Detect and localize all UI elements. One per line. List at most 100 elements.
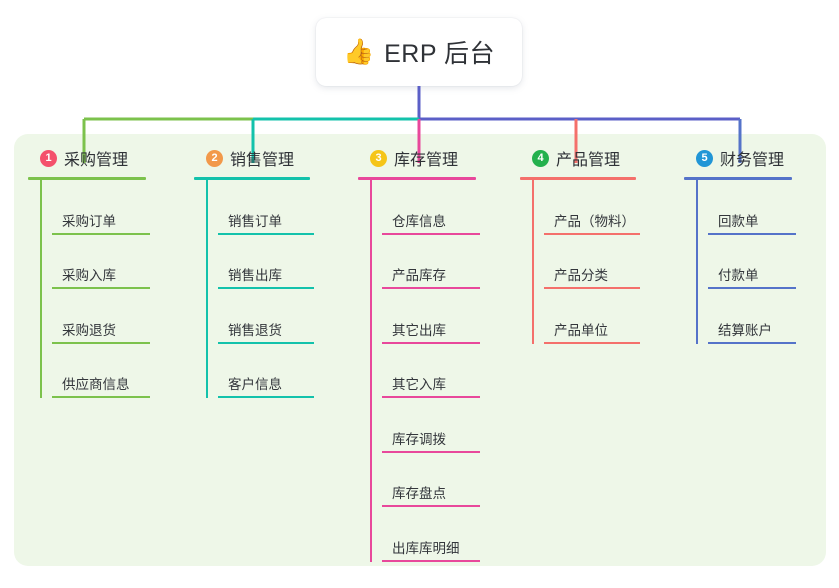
leaf-item-label: 销售退货 [228,322,282,338]
leaf-item-label: 其它入库 [392,377,446,392]
leaf-item-供应商信息[interactable]: 供应商信息 [40,344,178,398]
branch-header-underline [28,177,146,180]
leaf-item-付款单[interactable]: 付款单 [696,235,824,289]
leaf-item-产品分类[interactable]: 产品分类 [532,235,668,289]
leaf-item-销售退货[interactable]: 销售退货 [206,289,342,344]
leaf-item-underline [382,396,480,398]
leaf-item-label: 仓库信息 [392,213,446,229]
leaf-item-label: 采购订单 [62,213,116,229]
leaf-item-underline [382,450,480,453]
branch-leaf-list: 仓库信息产品库存其它出库其它入库库存调拨库存盘点出库库明细 [358,180,508,562]
leaf-item-underline [52,396,150,398]
branch-column-销售管理: 2 销售管理销售订单销售出库销售退货客户信息 [194,146,342,398]
leaf-item-underline [52,232,150,235]
leaf-item-underline [52,287,150,289]
branch-number-badge: 2 [206,149,223,167]
branch-spine-line [696,180,698,344]
root-node-label: ERP 后台 [384,40,496,68]
branch-number-badge: 4 [532,149,549,167]
branch-column-财务管理: 5 财务管理回款单付款单结算账户 [684,146,824,344]
branch-title-label: 财务管理 [720,152,785,169]
branch-leaf-list: 回款单付款单结算账户 [684,180,824,344]
leaf-item-采购入库[interactable]: 采购入库 [40,235,178,289]
leaf-item-underline [218,341,314,344]
leaf-item-采购退货[interactable]: 采购退货 [40,289,178,344]
leaf-item-label: 结算账户 [718,322,772,338]
leaf-item-销售订单[interactable]: 销售订单 [206,180,342,235]
branch-header-库存管理[interactable]: 3 库存管理 [358,146,508,170]
thumbs-up-emoji: 👍 [342,37,375,66]
leaf-item-label: 回款单 [718,213,759,229]
branch-title-label: 库存管理 [394,152,459,169]
leaf-item-label: 产品（物料） [554,213,635,229]
branch-title-label: 采购管理 [64,152,129,169]
leaf-item-销售出库[interactable]: 销售出库 [206,235,342,289]
leaf-item-其它入库[interactable]: 其它入库 [370,344,508,398]
branch-spine-line [532,180,534,344]
branch-header-产品管理[interactable]: 4 产品管理 [520,146,668,170]
branch-number-badge: 3 [370,149,387,167]
leaf-item-underline [52,341,150,344]
leaf-item-label: 产品单位 [554,322,608,338]
branch-leaf-list: 采购订单采购入库采购退货供应商信息 [28,180,178,398]
leaf-item-label: 库存盘点 [392,486,446,501]
branches-panel [14,134,826,566]
leaf-item-label: 供应商信息 [62,377,130,392]
leaf-item-仓库信息[interactable]: 仓库信息 [370,180,508,235]
branch-column-库存管理: 3 库存管理仓库信息产品库存其它出库其它入库库存调拨库存盘点出库库明细 [358,146,508,562]
branch-header-underline [194,177,310,180]
leaf-item-underline [382,287,480,289]
leaf-item-label: 客户信息 [228,377,282,392]
leaf-item-label: 采购入库 [62,268,116,283]
leaf-item-出库库明细[interactable]: 出库库明细 [370,507,508,562]
leaf-item-label: 付款单 [718,268,759,283]
branch-number-badge: 1 [40,149,57,167]
leaf-item-产品库存[interactable]: 产品库存 [370,235,508,289]
leaf-item-underline [708,287,796,289]
leaf-item-其它出库[interactable]: 其它出库 [370,289,508,344]
branch-header-销售管理[interactable]: 2 销售管理 [194,146,342,170]
leaf-item-underline [708,341,796,344]
leaf-item-库存盘点[interactable]: 库存盘点 [370,453,508,507]
leaf-item-label: 其它出库 [392,322,446,338]
leaf-item-underline [382,341,480,344]
leaf-item-label: 产品库存 [392,268,446,283]
leaf-item-underline [382,505,480,507]
branch-header-财务管理[interactable]: 5 财务管理 [684,146,824,170]
leaf-item-结算账户[interactable]: 结算账户 [696,289,824,344]
branch-column-采购管理: 1 采购管理采购订单采购入库采购退货供应商信息 [28,146,178,398]
leaf-item-underline [708,232,796,235]
branch-header-采购管理[interactable]: 1 采购管理 [28,146,178,170]
leaf-item-库存调拨[interactable]: 库存调拨 [370,398,508,453]
leaf-item-产品（物料）[interactable]: 产品（物料） [532,180,668,235]
branch-spine-line [370,180,372,562]
leaf-item-label: 销售出库 [228,268,282,283]
leaf-item-underline [218,396,314,398]
leaf-item-underline [218,232,314,235]
branch-leaf-list: 销售订单销售出库销售退货客户信息 [194,180,342,398]
root-node-erp-backend[interactable]: 👍 ERP 后台 [316,18,522,86]
leaf-item-underline [382,232,480,235]
leaf-item-underline [544,232,640,235]
leaf-item-客户信息[interactable]: 客户信息 [206,344,342,398]
branch-spine-line [206,180,208,398]
branch-number-badge: 5 [696,149,713,167]
leaf-item-label: 产品分类 [554,268,608,283]
branch-spine-line [40,180,42,398]
leaf-item-label: 销售订单 [228,213,282,229]
leaf-item-underline [544,341,640,344]
leaf-item-underline [544,287,640,289]
branch-header-underline [358,177,476,180]
leaf-item-回款单[interactable]: 回款单 [696,180,824,235]
leaf-item-产品单位[interactable]: 产品单位 [532,289,668,344]
leaf-item-underline [218,287,314,289]
branch-header-underline [520,177,636,180]
branch-column-产品管理: 4 产品管理产品（物料） 产品分类产品单位 [520,146,668,344]
branch-title-label: 销售管理 [230,152,295,169]
branch-title-label: 产品管理 [556,152,621,169]
branch-leaf-list: 产品（物料） 产品分类产品单位 [520,180,668,344]
leaf-item-label: 采购退货 [62,322,116,338]
branch-header-underline [684,177,792,180]
leaf-item-采购订单[interactable]: 采购订单 [40,180,178,235]
